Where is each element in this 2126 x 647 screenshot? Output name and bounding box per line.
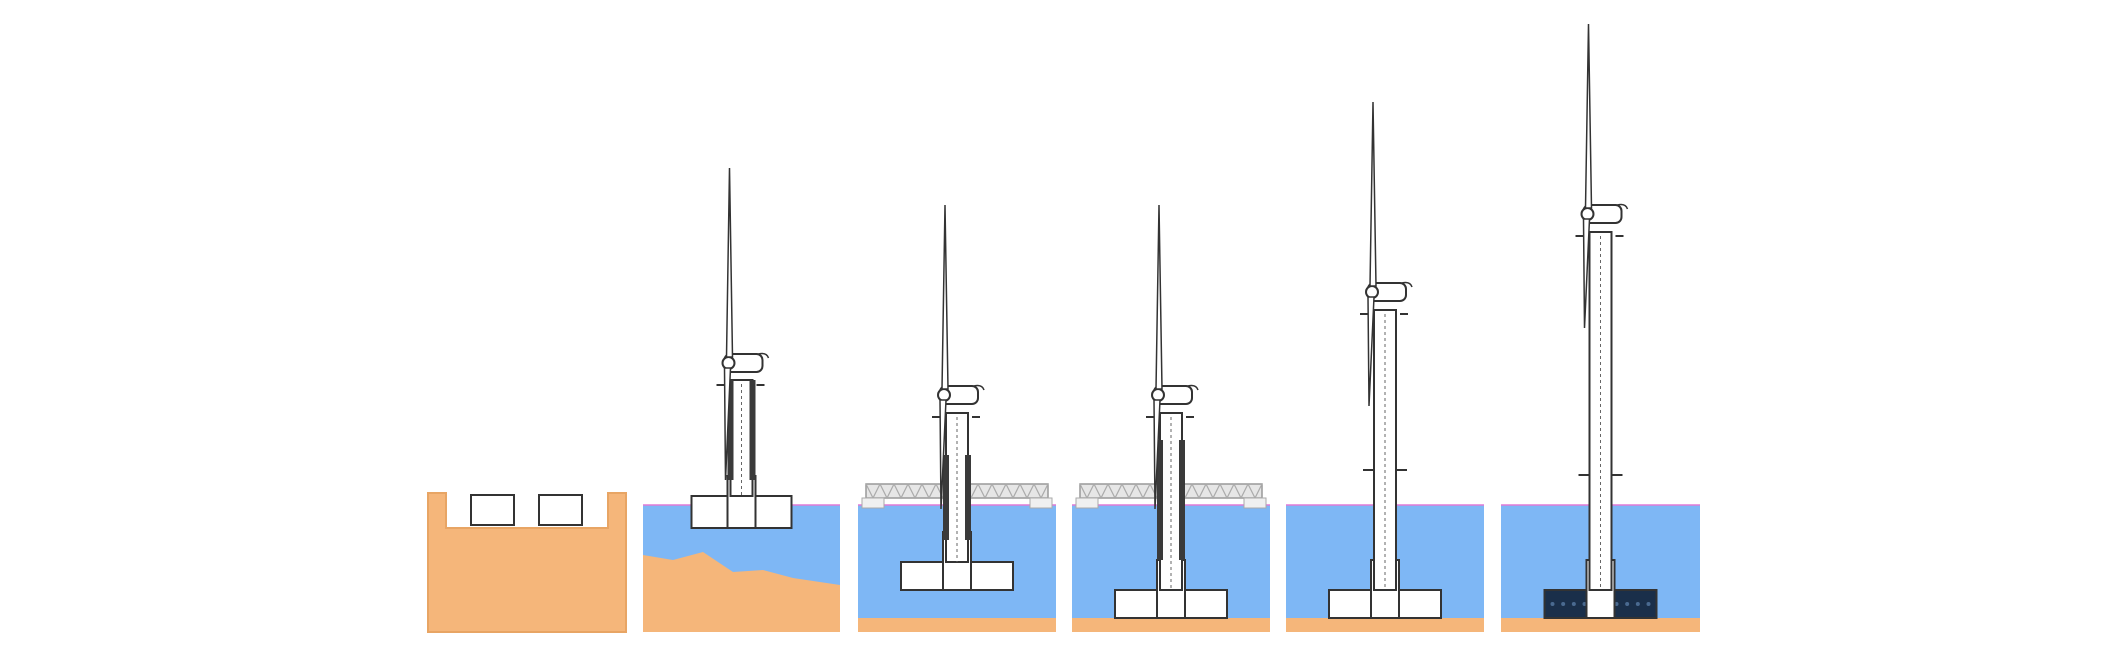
barge-truss-member xyxy=(1093,483,1109,500)
stage-panel-5 xyxy=(1286,101,1484,632)
rotor-blade-upper xyxy=(1369,101,1377,287)
barge-truss-member xyxy=(1107,483,1123,500)
dry-dock-sand xyxy=(427,492,627,633)
barge-truss-member xyxy=(1233,483,1249,500)
hub xyxy=(1151,388,1165,402)
hub xyxy=(1365,285,1379,299)
barge-truss-member xyxy=(1135,483,1151,500)
rotor-blade-lower xyxy=(1582,218,1591,329)
tower-inner-shaft-right xyxy=(1179,440,1185,560)
seabed xyxy=(1072,618,1270,632)
hub xyxy=(1580,207,1595,221)
rotor-blade-lower xyxy=(1153,399,1161,510)
tower-outer xyxy=(1373,309,1397,591)
tower-inner-shaft-left xyxy=(943,455,949,540)
hub xyxy=(937,388,951,402)
rotor-blade-lower xyxy=(1367,296,1375,407)
stage-panel-3 xyxy=(858,204,1056,632)
nacelle-top xyxy=(1617,203,1629,210)
rotor-blade-upper xyxy=(1584,23,1593,209)
rotor-blade-upper xyxy=(941,204,949,390)
tower-inner-shaft-left xyxy=(727,380,734,480)
barge-pontoon-right xyxy=(1029,497,1053,509)
ballast-grain xyxy=(1646,602,1651,606)
ballast-grain xyxy=(1561,602,1566,606)
tower-inner-shaft-left xyxy=(1157,440,1163,560)
barge-truss-member xyxy=(1005,483,1021,500)
barge-truss-member xyxy=(977,483,993,500)
rotor-blade-lower xyxy=(723,367,732,481)
caisson-left xyxy=(470,494,515,526)
barge-truss-member xyxy=(893,483,909,500)
nacelle-top xyxy=(1187,384,1199,391)
barge-truss-member xyxy=(1191,483,1207,500)
barge-truss-member xyxy=(1219,483,1235,500)
stage-panel-1 xyxy=(427,492,627,633)
stage-panel-2 xyxy=(643,167,840,632)
seabed xyxy=(1501,618,1700,632)
seabed xyxy=(1286,618,1484,632)
barge-pontoon-left xyxy=(1075,497,1099,509)
rotor-blade-upper xyxy=(1155,204,1163,390)
barge-truss-member xyxy=(879,483,895,500)
nacelle-top xyxy=(1401,281,1413,288)
barge-truss-member xyxy=(1205,483,1221,500)
ballast-grain xyxy=(1571,602,1576,606)
barge-truss-member xyxy=(1121,483,1137,500)
rotor-blade-upper xyxy=(725,167,734,358)
ballast-grain xyxy=(1550,602,1555,606)
hub xyxy=(721,356,736,370)
stage-panel-4 xyxy=(1072,204,1270,632)
sloped-seabed xyxy=(643,552,840,632)
nacelle-top xyxy=(973,384,985,391)
barge-pontoon-left xyxy=(861,497,885,509)
tower-inner-shaft-right xyxy=(749,380,756,480)
ballast-grain xyxy=(1625,602,1630,606)
rotor-blade-lower xyxy=(939,399,947,510)
barge-truss-member xyxy=(1019,483,1035,500)
tower-inner-shaft-right xyxy=(965,455,971,540)
caisson-right xyxy=(538,494,583,526)
stage-panel-6 xyxy=(1501,23,1700,632)
barge-truss-member xyxy=(921,483,937,500)
seabed xyxy=(858,618,1056,632)
barge-truss-member xyxy=(991,483,1007,500)
barge-truss-member xyxy=(907,483,923,500)
barge-pontoon-right xyxy=(1243,497,1267,509)
ballast-grain xyxy=(1635,602,1640,606)
nacelle-top xyxy=(758,352,770,359)
